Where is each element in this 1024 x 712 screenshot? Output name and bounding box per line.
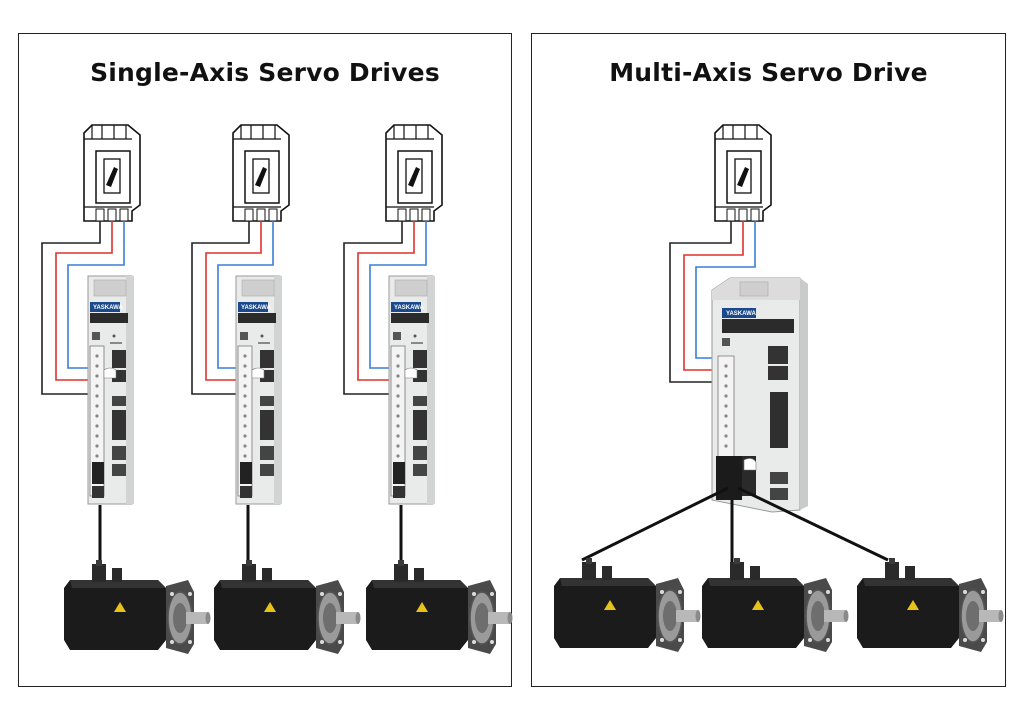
servo-motor-multi-2 xyxy=(701,557,850,653)
wiring-1 xyxy=(41,221,125,395)
wiring-multi xyxy=(669,221,756,383)
servo-drive-3 xyxy=(388,275,436,505)
servo-drive-2 xyxy=(235,275,283,505)
wiring-3 xyxy=(343,221,427,395)
multi-axis-servo-drive: YASKAWA xyxy=(711,277,808,513)
single-axis-title: Single-Axis Servo Drives xyxy=(90,58,440,87)
breaker-1 xyxy=(83,124,141,222)
breaker-multi xyxy=(714,124,772,222)
svg-text:YASKAWA: YASKAWA xyxy=(726,311,756,317)
servo-motor-2 xyxy=(213,559,362,655)
servo-motor-1 xyxy=(63,559,212,655)
servo-drive-1 xyxy=(87,275,135,505)
breaker-2 xyxy=(232,124,290,222)
servo-motor-3 xyxy=(365,559,514,655)
wiring-2 xyxy=(191,221,274,395)
multi-motor-cables xyxy=(581,486,889,562)
multi-axis-title: Multi-Axis Servo Drive xyxy=(609,58,928,87)
breaker-3 xyxy=(385,124,443,222)
servo-motor-multi-1 xyxy=(553,557,702,653)
servo-motor-multi-3 xyxy=(856,557,1005,653)
